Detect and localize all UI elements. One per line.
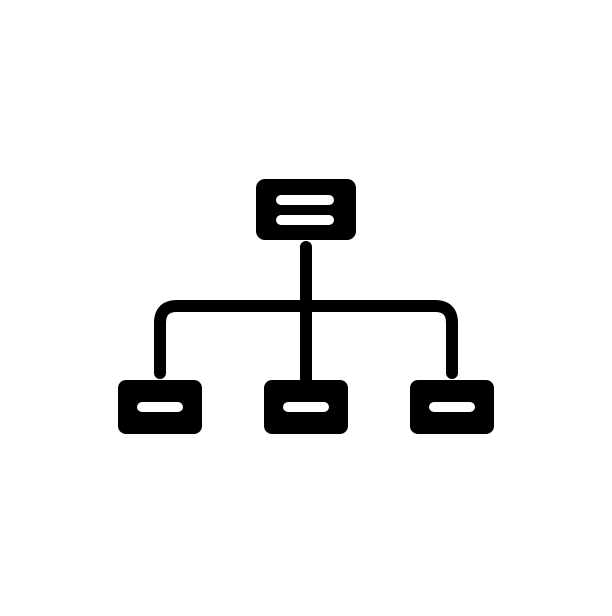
root-line-top: [276, 195, 334, 205]
child-node-center: [264, 380, 348, 434]
child-line-center: [283, 402, 329, 412]
root-line-bottom: [276, 215, 334, 225]
child-line-right: [429, 402, 475, 412]
branch-bar: [154, 300, 458, 379]
child-node-left: [118, 380, 202, 434]
child-line-left: [137, 402, 183, 412]
root-node: [256, 179, 356, 240]
root-box: [256, 179, 356, 240]
connector-lines: [154, 241, 458, 385]
child-node-right: [410, 380, 494, 434]
